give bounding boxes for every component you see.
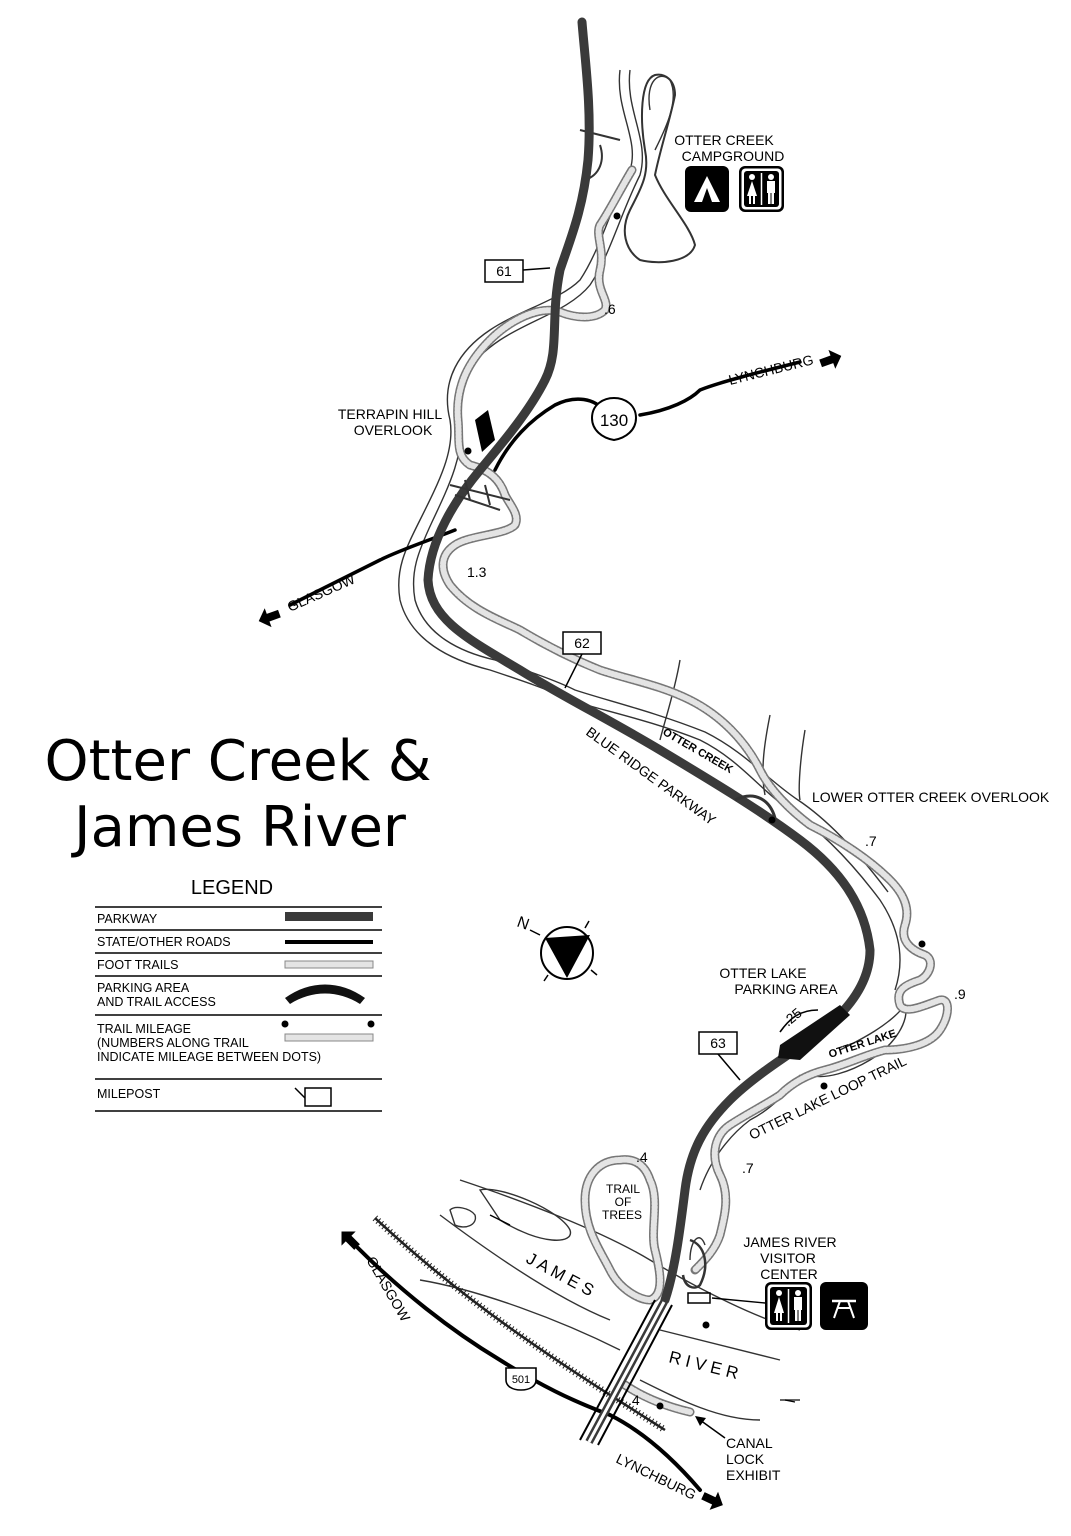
otter-lake-parking xyxy=(778,1005,850,1060)
trail-mileage-label: .25 xyxy=(780,1004,805,1029)
us501-road xyxy=(356,1246,702,1492)
legend-milepost-label: MILEPOST xyxy=(97,1087,161,1101)
campground-icon xyxy=(685,166,729,212)
restrooms-icon xyxy=(739,166,784,212)
campground-label-1: OTTER CREEK xyxy=(674,132,774,148)
legend-mileage-label-2: (NUMBERS ALONG TRAIL xyxy=(97,1036,249,1050)
legend-parking-label-2: AND TRAIL ACCESS xyxy=(97,995,216,1009)
glasgow-road xyxy=(288,528,457,607)
svg-text:62: 62 xyxy=(574,635,590,651)
state-roads xyxy=(288,73,802,1492)
foot-trails xyxy=(438,165,952,1417)
legend-mileage-label-1: TRAIL MILEAGE xyxy=(97,1022,191,1036)
james-river-label-1: J A M E S xyxy=(523,1249,597,1300)
arrow-lynchburg-bottom xyxy=(701,1491,723,1510)
visitor-center-label-2: VISITOR xyxy=(760,1250,816,1266)
us501-shield: 501 xyxy=(505,1367,537,1391)
va130-road xyxy=(493,360,802,472)
legend-parkway-swatch xyxy=(285,912,373,921)
legend-milepost-swatch xyxy=(304,1087,332,1107)
legend-title: LEGEND xyxy=(191,877,273,899)
restrooms-icon xyxy=(765,1282,812,1330)
trail-mileage-label: .7 xyxy=(742,1160,754,1176)
river-flow-arrows xyxy=(489,1214,796,1403)
trail-of-trees-label-2: OF xyxy=(615,1195,632,1209)
milepost-61: 61 xyxy=(484,259,551,283)
legend-parkway-label: PARKWAY xyxy=(97,912,158,926)
legend-trails-label: FOOT TRAILS xyxy=(97,958,179,972)
legend-mileage-swatch xyxy=(284,1033,374,1042)
lower-otter-creek-overlook-label: LOWER OTTER CREEK OVERLOOK xyxy=(812,789,1050,805)
svg-text:61: 61 xyxy=(496,263,512,279)
lynchburg-top-label: LYNCHBURG xyxy=(727,351,815,388)
legend-trails-swatch xyxy=(284,960,374,969)
arrow-glasgow-bottom xyxy=(341,1231,360,1250)
campground-label-2: CAMPGROUND xyxy=(682,148,785,164)
legend: LEGEND PARKWAY STATE/OTHER ROADS FOOT TR… xyxy=(95,877,382,1112)
svg-text:130: 130 xyxy=(600,411,628,430)
canal-label-3: EXHIBIT xyxy=(726,1467,781,1483)
milepost-62: 62 xyxy=(562,631,602,689)
compass-north-label: N xyxy=(515,914,532,934)
glasgow-bottom-label: GLASGOW xyxy=(363,1254,413,1325)
visitor-center-pointer xyxy=(711,1297,766,1304)
arrow-lynchburg-top xyxy=(819,349,842,369)
milepost-63: 63 xyxy=(698,1031,741,1081)
trail-mileage-label: .4 xyxy=(628,1392,640,1408)
otter-lake-parking-label-2: PARKING AREA xyxy=(734,981,838,997)
legend-parking-swatch xyxy=(285,984,365,1004)
compass-icon: N xyxy=(515,914,598,982)
trail-mileage-dots xyxy=(464,212,926,1410)
arrow-glasgow-mid xyxy=(258,608,281,628)
va130-shield: 130 xyxy=(590,396,638,442)
visitor-center-label-3: CENTER xyxy=(760,1266,818,1282)
svg-text:501: 501 xyxy=(512,1374,530,1386)
otter-lake-parking-label-1: OTTER LAKE xyxy=(719,965,806,981)
otter-creek-overlook-parking xyxy=(734,794,777,819)
legend-parking-label-1: PARKING AREA xyxy=(97,981,190,995)
visitor-center-building xyxy=(687,1292,711,1304)
parking-areas xyxy=(449,410,850,1304)
trail-mileage-label: .4 xyxy=(636,1149,648,1165)
terrapin-label-1: TERRAPIN HILL xyxy=(338,406,442,422)
trail-mileage-label: 1.3 xyxy=(467,564,487,580)
picnic-area-icon xyxy=(820,1282,868,1330)
terrapin-label-2: OVERLOOK xyxy=(354,422,433,438)
svg-text:63: 63 xyxy=(710,1035,726,1051)
visitor-center-label-1: JAMES RIVER xyxy=(743,1234,836,1250)
map-title-line2: James River xyxy=(71,795,407,860)
arrow-canal xyxy=(695,1416,726,1439)
canal-label-2: LOCK xyxy=(726,1451,765,1467)
terrapin-hill-parking xyxy=(475,410,495,452)
trail-mileage-label: .9 xyxy=(954,986,966,1002)
legend-roads-label: STATE/OTHER ROADS xyxy=(97,935,231,949)
trail-of-trees-label-3: TREES xyxy=(602,1208,642,1222)
canal-label-1: CANAL xyxy=(726,1435,773,1451)
legend-roads-swatch xyxy=(285,940,373,944)
visitor-center-parking xyxy=(681,1238,707,1289)
trail-of-trees-label-1: TRAIL xyxy=(606,1182,640,1196)
trail-mileage-label: .6 xyxy=(604,301,616,317)
blue-ridge-parkway xyxy=(423,17,875,1446)
legend-mileage-label-3: INDICATE MILEAGE BETWEEN DOTS) xyxy=(97,1050,321,1064)
james-river-label-2: R I V E R xyxy=(667,1347,740,1383)
map-title-line1: Otter Creek & xyxy=(45,729,432,794)
trail-mileage-label: .7 xyxy=(865,833,877,849)
glasgow-mid-label: GLASGOW xyxy=(285,570,358,614)
